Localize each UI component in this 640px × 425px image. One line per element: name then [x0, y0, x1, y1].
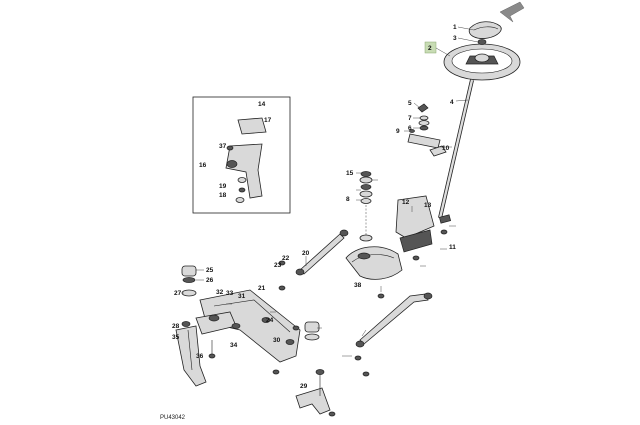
callout-label: 3 — [453, 35, 457, 42]
callout-label: 24 — [266, 317, 274, 324]
callout-label: 15 — [346, 170, 354, 177]
right-spindle — [295, 369, 336, 417]
callout-label-highlighted: 2 — [428, 45, 432, 52]
axle-assembly — [195, 289, 301, 363]
callout-label: 26 — [206, 277, 214, 284]
callout-label: 10 — [442, 145, 450, 152]
left-spindle — [175, 321, 207, 387]
right-bushing — [304, 321, 320, 341]
drag-link — [295, 229, 349, 276]
callout-label: 4 — [450, 99, 454, 106]
mid-hardware-stack — [359, 171, 373, 242]
sector-plate — [345, 246, 403, 299]
leader-lines — [182, 26, 479, 357]
arrow-indicator-icon — [499, 1, 525, 23]
callout-label: 12 — [402, 199, 410, 206]
callout-label: 6 — [408, 125, 412, 132]
callout-label: 28 — [172, 323, 180, 330]
steering-gear-bracket — [395, 195, 452, 261]
callout-label: 37 — [219, 143, 227, 150]
figure-code: PU43042 — [160, 415, 186, 421]
callout-2-highlight — [424, 41, 437, 54]
callout-label: 8 — [346, 196, 350, 203]
right-tie-rod — [354, 292, 433, 361]
callout-label: 34 — [230, 342, 238, 349]
callout-labels: 1 2 3 4 5 6 7 8 9 10 11 12 13 14 15 16 1… — [172, 24, 457, 390]
callout-label: 25 — [206, 267, 214, 274]
detail-inset-frame — [192, 96, 291, 214]
callout-label: 18 — [219, 192, 227, 199]
callout-label: 36 — [196, 353, 204, 360]
callout-label: 7 — [408, 115, 412, 122]
steering-wheel — [443, 21, 521, 81]
steering-shaft — [438, 79, 474, 219]
callout-label: 33 — [226, 290, 234, 297]
left-bushing — [181, 265, 197, 297]
callout-label: 22 — [282, 255, 290, 262]
callout-label: 1 — [453, 24, 457, 31]
callout-label: 13 — [424, 202, 432, 209]
callout-label: 23 — [274, 262, 282, 269]
callout-label: 17 — [264, 117, 272, 124]
callout-label: 38 — [354, 282, 362, 289]
callout-label: 19 — [219, 183, 227, 190]
callout-label: 31 — [238, 293, 246, 300]
inset-bracket — [225, 117, 267, 203]
callout-label: 32 — [216, 289, 224, 296]
callout-label: 16 — [199, 162, 207, 169]
callout-label: 9 — [396, 128, 400, 135]
callout-label: 14 — [258, 101, 266, 108]
callout-label: 20 — [302, 250, 310, 257]
upper-hardware-stack — [407, 103, 447, 157]
misc-bolts — [208, 260, 370, 377]
callout-label: 29 — [300, 383, 308, 390]
callout-label: 5 — [408, 100, 412, 107]
callout-label: 11 — [449, 244, 456, 251]
callout-label: 30 — [273, 337, 281, 344]
callout-label: 21 — [258, 285, 266, 292]
callout-label: 27 — [174, 290, 182, 297]
callout-label: 35 — [172, 334, 180, 341]
